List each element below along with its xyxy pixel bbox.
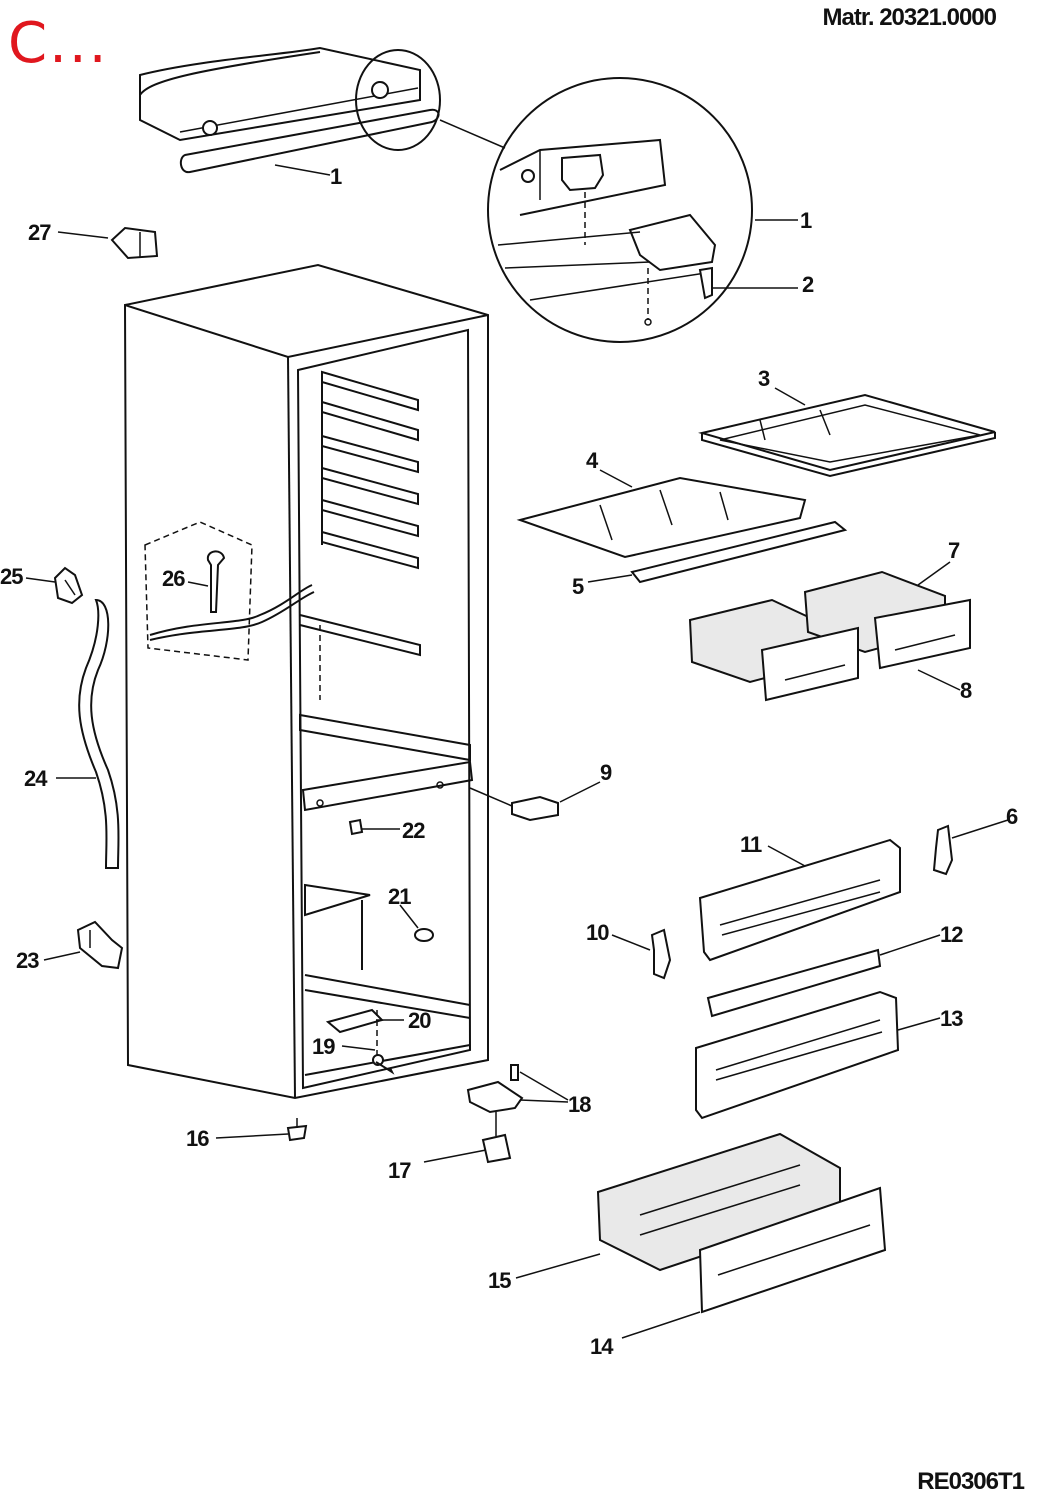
callout-15: 15 <box>488 1268 511 1293</box>
callout-13: 13 <box>940 1006 963 1031</box>
callout-11: 11 <box>740 832 762 857</box>
part-6-bracket <box>932 824 954 876</box>
corner-mark: C... <box>8 11 109 76</box>
part-17-adjustable-foot <box>481 1112 512 1164</box>
callout-2: 2 <box>802 272 814 297</box>
matr-number: Matr. 20321.0000 <box>822 4 997 31</box>
part-14-basket-front <box>698 1186 887 1314</box>
callout-16: 16 <box>186 1126 209 1151</box>
callout-23: 23 <box>16 948 39 973</box>
part-23-hinge-cover <box>76 920 124 970</box>
thermostat-probe-detail <box>144 521 315 661</box>
callout-4: 4 <box>586 448 599 473</box>
part-21-plug <box>414 928 434 942</box>
callout-7: 7 <box>948 538 960 563</box>
part-16-foot <box>286 1118 308 1142</box>
callout-10: 10 <box>586 920 609 945</box>
callout-1-lamp-cover: 1 <box>330 164 342 189</box>
callout-17: 17 <box>388 1158 411 1183</box>
callout-25: 25 <box>0 564 23 589</box>
cabinet-body <box>123 263 489 1100</box>
part-5-shelf-trim <box>630 520 848 584</box>
callout-6: 6 <box>1006 804 1018 829</box>
callout-5: 5 <box>572 574 584 599</box>
drawing-code: RE0306T1 <box>917 1468 1025 1495</box>
callout-14: 14 <box>590 1334 614 1359</box>
magnified-detail-circle <box>487 77 753 343</box>
part-12-drawer-handle <box>706 948 882 1018</box>
callout-19: 19 <box>312 1034 335 1059</box>
callout-22: 22 <box>402 818 425 843</box>
part-27-bracket <box>110 226 159 260</box>
callout-24: 24 <box>24 766 48 791</box>
part-13-drawer-front <box>695 990 900 1120</box>
callout-18: 18 <box>568 1092 591 1117</box>
callout-20: 20 <box>408 1008 431 1033</box>
part-22-screw <box>348 818 364 836</box>
callout-1-detail: 1 <box>800 208 812 233</box>
callout-27: 27 <box>28 220 51 245</box>
part-19-screw <box>372 1054 395 1075</box>
callout-8: 8 <box>960 678 972 703</box>
part-25-clip <box>53 566 84 605</box>
part-7-crisper-bins <box>688 570 971 702</box>
part-3-glass-shelf <box>698 393 996 478</box>
callout-12: 12 <box>940 922 963 947</box>
callout-9: 9 <box>600 760 612 785</box>
light-housing-assembly <box>139 46 506 174</box>
callout-26: 26 <box>162 566 185 591</box>
callout-21: 21 <box>388 884 411 909</box>
callout-labels: 1 1 2 3 4 5 6 7 8 9 10 11 12 13 14 15 16… <box>0 164 1019 1359</box>
part-10-bracket <box>650 928 672 980</box>
shelf-supports <box>321 370 419 570</box>
leader-lines <box>25 164 1009 1339</box>
part-9-hinge-pin <box>469 787 559 822</box>
part-18-hinge <box>466 1064 524 1114</box>
part-4-glass-shelf <box>516 476 807 559</box>
part-11-drawer-front <box>698 838 901 962</box>
callout-3: 3 <box>758 366 770 391</box>
part-24-drain-hose <box>78 598 120 869</box>
